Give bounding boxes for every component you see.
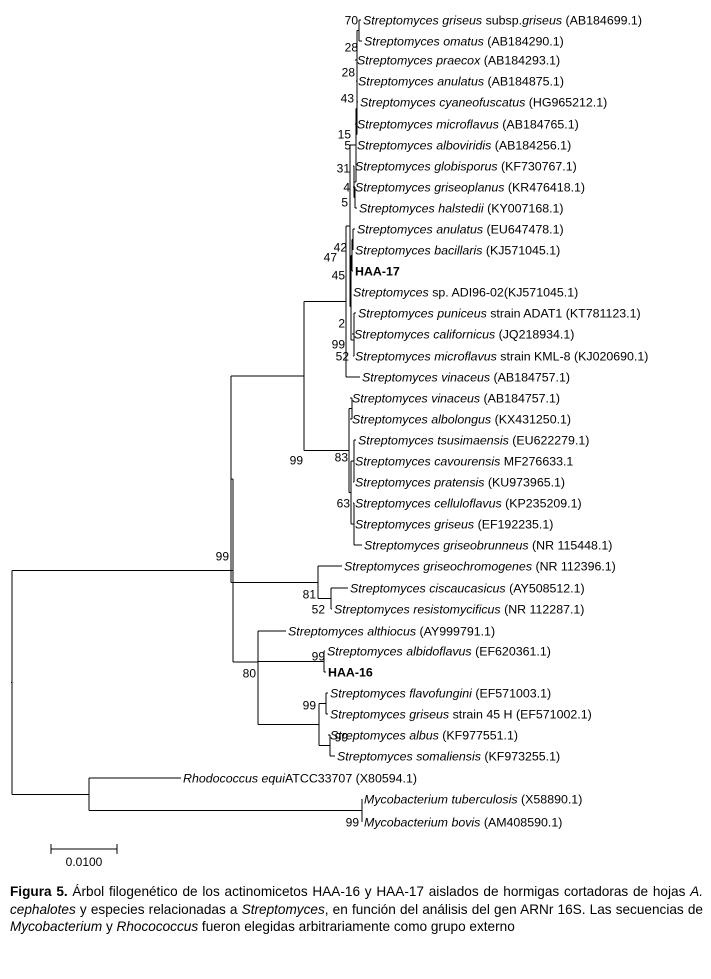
- leaf-label-l11: Streptomyces bacillaris (KJ571045.1): [355, 244, 560, 258]
- scale-bar-label: 0.0100: [66, 855, 103, 869]
- leaf-label-l31: HAA-16: [328, 666, 373, 680]
- leaf-label-l10: Streptomyces anulatus (EU647478.1): [357, 223, 564, 237]
- leaf-labels: Streptomyces griseus subsp.griseus (AB18…: [183, 14, 648, 830]
- bootstrap-value-23: 80: [243, 667, 257, 681]
- leaf-label-l4: Streptomyces cyaneofuscatus (HG965212.1): [360, 96, 607, 110]
- leaf-label-l12: HAA-17: [355, 265, 400, 279]
- bootstrap-value-8: 5: [341, 196, 348, 210]
- leaf-label-l28: Streptomyces resistomycificus (NR 112287…: [334, 603, 584, 617]
- leaf-label-l26: Streptomyces griseochromogenes (NR 11239…: [344, 560, 616, 574]
- caption-text: Árbol filogenético de los actinomicetos …: [10, 884, 703, 934]
- figure-caption: Figura 5. Árbol filogenético de los acti…: [10, 883, 703, 936]
- bootstrap-value-4: 15: [338, 128, 352, 142]
- bootstrap-value-3: 43: [341, 92, 355, 106]
- bootstrap-value-17: 63: [337, 497, 351, 511]
- caption-label: Figura 5.: [10, 884, 68, 899]
- bootstrap-value-2: 28: [342, 66, 356, 80]
- bootstrap-value-16: 83: [335, 451, 349, 465]
- bootstrap-value-9: 42: [334, 241, 348, 255]
- bootstrap-value-15: 99: [290, 454, 304, 468]
- bootstrap-value-0: 70: [345, 14, 359, 28]
- bootstrap-value-14: 52: [336, 350, 350, 364]
- bootstrap-value-12: 2: [338, 317, 345, 331]
- leaf-label-l16: Streptomyces microflavus strain KML-8 (K…: [355, 350, 648, 364]
- bootstrap-value-24: 99: [335, 731, 349, 745]
- bootstrap-value-5: 5: [344, 139, 351, 153]
- leaf-label-l2: Streptomyces praecox (AB184293.1): [357, 54, 560, 68]
- leaf-label-l21: Streptomyces cavourensis MF276633.1: [355, 455, 573, 469]
- leaf-label-l1: Streptomyces omatus (AB184290.1): [364, 35, 564, 49]
- leaf-label-l19: Streptomyces albolongus (KX431250.1): [352, 413, 571, 427]
- leaf-label-l6: Streptomyces alboviridis (AB184256.1): [357, 139, 571, 153]
- bootstrap-value-19: 81: [303, 588, 317, 602]
- leaf-label-l38: Mycobacterium bovis (AM408590.1): [364, 816, 562, 830]
- bootstrap-value-20: 52: [312, 603, 326, 617]
- leaf-label-l33: Streptomyces griseus strain 45 H (EF5710…: [330, 708, 592, 722]
- leaf-label-l27: Streptomyces ciscaucasicus (AY508512.1): [350, 582, 585, 596]
- bootstrap-value-7: 4: [343, 181, 350, 195]
- leaf-label-l23: Streptomyces celluloflavus (KP235209.1): [355, 497, 582, 511]
- phylogenetic-tree: Streptomyces griseus subsp.griseus (AB18…: [11, 14, 648, 869]
- leaf-label-l17: Streptomyces vinaceus (AB184757.1): [362, 371, 570, 385]
- leaf-label-l25: Streptomyces griseobrunneus (NR 115448.1…: [364, 539, 612, 553]
- scale-bar: 0.0100: [50, 844, 118, 869]
- bootstrap-value-6: 31: [337, 162, 351, 176]
- bootstrap-value-25: 99: [346, 816, 360, 830]
- leaf-label-l14: Streptomyces puniceus strain ADAT1 (KT78…: [358, 307, 641, 321]
- leaf-label-l0: Streptomyces griseus subsp.griseus (AB18…: [363, 14, 642, 28]
- bootstrap-value-18: 99: [216, 550, 230, 564]
- leaf-label-l5: Streptomyces microflavus (AB184765.1): [357, 118, 579, 132]
- bootstrap-value-1: 28: [345, 41, 359, 55]
- leaf-label-l29: Streptomyces althiocus (AY999791.1): [288, 625, 495, 639]
- leaf-label-l8: Streptomyces griseoplanus (KR476418.1): [355, 181, 585, 195]
- leaf-label-l18: Streptomyces vinaceus (AB184757.1): [352, 392, 560, 406]
- leaf-label-l34: Streptomyces albus (KF977551.1): [330, 729, 518, 743]
- leaf-label-l7: Streptomyces globisporus (KF730767.1): [355, 160, 577, 174]
- leaf-label-l35: Streptomyces somaliensis (KF973255.1): [337, 750, 560, 764]
- leaf-label-l32: Streptomyces flavofungini (EF571003.1): [330, 687, 551, 701]
- leaf-label-l30: Streptomyces albidoflavus (EF620361.1): [327, 645, 551, 659]
- leaf-label-l22: Streptomyces pratensis (KU973965.1): [355, 476, 565, 490]
- leaf-label-l9: Streptomyces halstedii (KY007168.1): [359, 202, 564, 216]
- bootstrap-value-13: 99: [332, 338, 346, 352]
- leaf-label-l20: Streptomyces tsusimaensis (EU622279.1): [358, 434, 589, 448]
- leaf-label-l15: Streptomyces californicus (JQ218934.1): [354, 328, 574, 342]
- bootstrap-value-11: 45: [332, 269, 346, 283]
- leaf-label-l37: Mycobacterium tuberculosis (X58890.1): [364, 793, 582, 807]
- bootstrap-value-21: 99: [312, 650, 326, 664]
- leaf-label-l3: Streptomyces anulatus (AB184875.1): [358, 75, 564, 89]
- tree-branches: [11, 19, 363, 822]
- leaf-label-l24: Streptomyces griseus (EF192235.1): [355, 518, 553, 532]
- bootstrap-value-22: 99: [303, 699, 317, 713]
- leaf-label-l13: Streptomyces sp. ADI96-02(KJ571045.1): [353, 286, 578, 300]
- bootstrap-value-10: 47: [324, 251, 338, 265]
- leaf-label-l36: Rhodococcus equiATCC33707 (X80594.1): [183, 772, 417, 786]
